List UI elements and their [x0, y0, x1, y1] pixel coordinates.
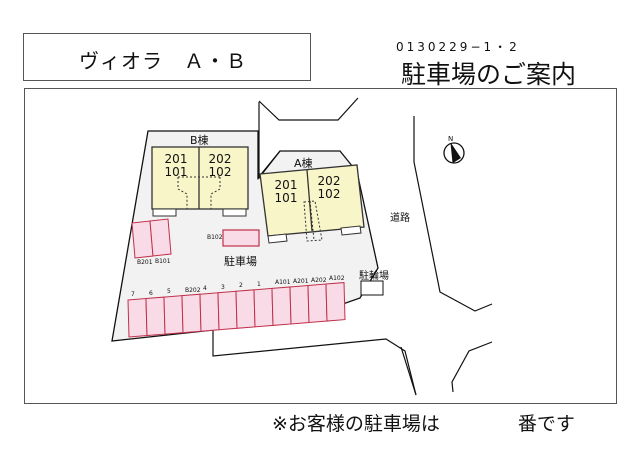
parking-space	[163, 295, 184, 335]
building-b-unit: 202 102	[200, 153, 240, 179]
parking-space-label: 1	[257, 280, 261, 288]
parking-row	[127, 282, 346, 338]
parking-space-label: 5	[167, 288, 171, 296]
road-edge	[258, 97, 359, 121]
parking-space-label: 2	[239, 282, 243, 290]
building-b	[151, 146, 249, 210]
parking-space-label: B101	[155, 258, 171, 265]
road-edge	[413, 116, 493, 312]
parking-space-b102	[222, 229, 260, 247]
parking-space-label: B202	[185, 286, 201, 294]
road-edge	[451, 341, 493, 393]
footer-note: ※お客様の駐車場は 番です	[272, 409, 575, 436]
building-a-balcony	[340, 225, 362, 236]
property-name: ヴィオラ Ａ・Ｂ	[79, 49, 247, 73]
parking-space-label: A102	[329, 275, 345, 283]
parking-space	[325, 282, 346, 322]
parking-label: 駐車場	[224, 255, 257, 268]
parking-space-label: A201	[293, 277, 309, 285]
unit-number: 202	[208, 152, 232, 166]
parking-space-label: 7	[131, 291, 135, 298]
building-b-label: B棟	[190, 134, 209, 147]
unit-number: 201	[274, 178, 298, 192]
parking-space	[181, 293, 202, 334]
building-b-balcony	[222, 208, 247, 217]
parking-space-label: B201	[137, 259, 153, 266]
parking-space	[199, 292, 220, 332]
parking-space-label: 6	[149, 289, 153, 297]
building-a-unit: 202 102	[309, 175, 349, 201]
compass-north-label: N	[448, 135, 454, 143]
parking-space	[271, 286, 292, 326]
parking-space-label: 4	[203, 285, 207, 293]
parking-space	[145, 296, 166, 337]
unit-number: 101	[274, 191, 298, 205]
parking-space-label: B102	[207, 234, 223, 241]
parking-space-label: A202	[311, 276, 327, 284]
unit-number: 102	[317, 187, 341, 201]
page-title: 駐車場のご案内	[401, 60, 577, 89]
parking-space	[289, 284, 310, 325]
unit-number: 102	[208, 165, 232, 179]
compass-north-icon	[443, 142, 465, 164]
building-a	[259, 164, 365, 237]
footer-text-before: ※お客様の駐車場は	[272, 413, 440, 435]
unit-number: 202	[317, 174, 341, 188]
building-a-unit: 201 101	[266, 179, 306, 205]
parking-space	[307, 283, 328, 324]
parking-space	[235, 289, 256, 329]
building-b-unit: 201 101	[156, 153, 196, 179]
unit-number: 101	[164, 165, 188, 179]
footer-text-after: 番です	[517, 413, 575, 435]
site-map	[24, 88, 617, 404]
bicycle-parking-label: 駐輪場	[359, 271, 389, 282]
building-b-balcony	[152, 208, 177, 217]
road-label: 道路	[390, 213, 410, 224]
unit-number: 201	[164, 152, 188, 166]
parking-space-label: A101	[275, 279, 291, 287]
parking-space-label: 3	[221, 283, 225, 291]
building-a-balcony	[267, 233, 288, 244]
bicycle-parking-area	[360, 280, 384, 296]
parking-space	[127, 298, 148, 338]
road-edge	[212, 330, 417, 396]
property-name-box: ヴィオラ Ａ・Ｂ	[23, 33, 311, 81]
building-a-label: A棟	[294, 157, 313, 170]
parking-space-b101	[149, 218, 172, 257]
parking-space-b201	[131, 220, 154, 259]
property-code: 0130229−1・2	[396, 40, 520, 54]
road-edge	[258, 102, 281, 180]
parking-space	[253, 287, 274, 328]
parking-space	[217, 290, 238, 331]
